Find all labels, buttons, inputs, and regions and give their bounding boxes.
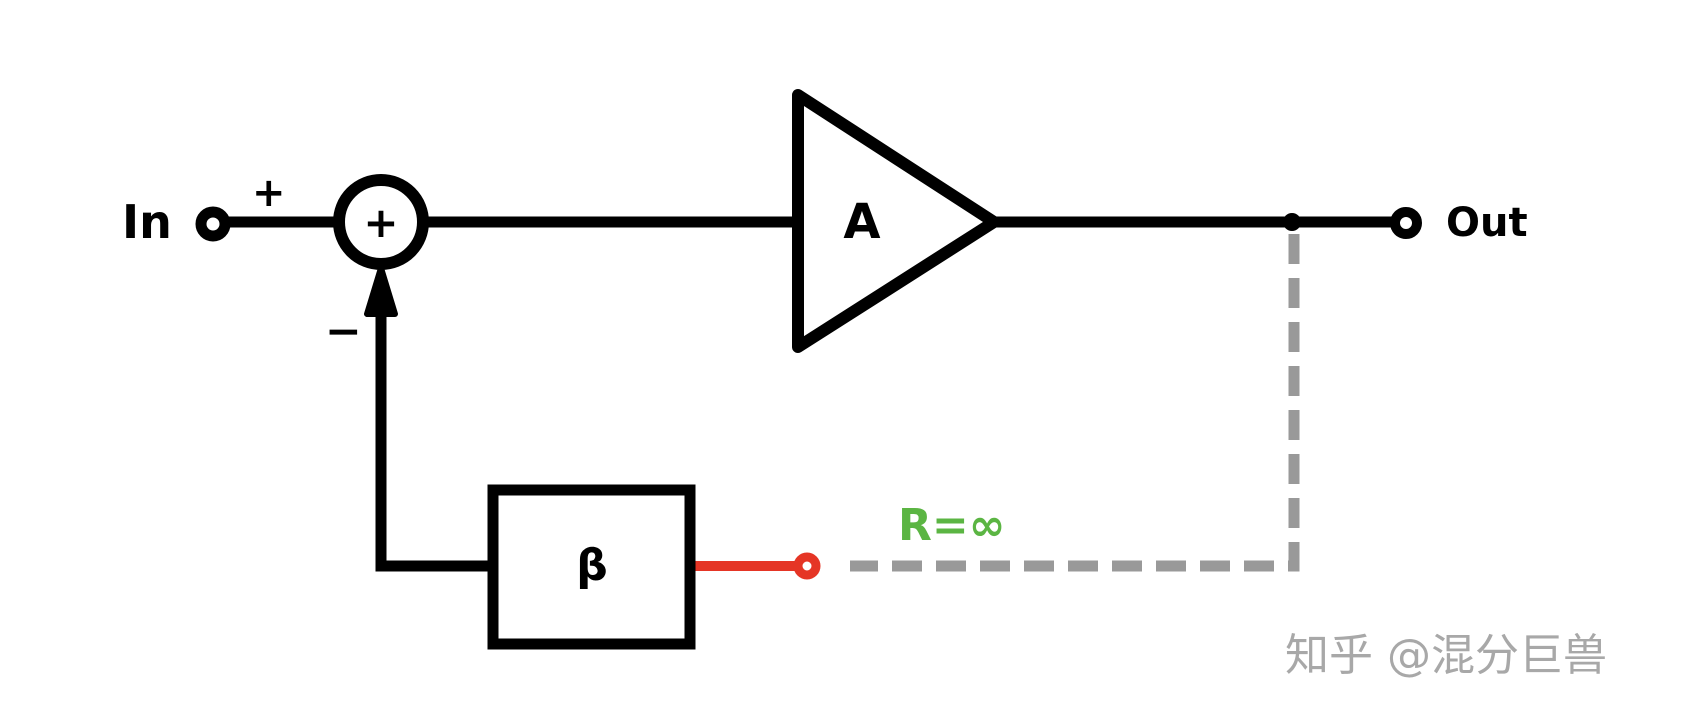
output-terminal	[1390, 207, 1422, 239]
watermark: 知乎 @混分巨兽	[1285, 630, 1607, 681]
feedback-label: β	[576, 540, 608, 591]
amplifier-label: A	[843, 194, 880, 250]
feedback-arrowhead	[364, 265, 398, 317]
minus-sign: −	[325, 306, 362, 357]
open-feedback-link	[850, 234, 1300, 572]
open-terminal	[793, 552, 821, 580]
amplifier-triangle	[792, 89, 1000, 353]
output-label: Out	[1446, 200, 1528, 246]
input-label: In	[122, 195, 172, 249]
sum-symbol: +	[363, 198, 398, 247]
junction-dot	[1283, 213, 1301, 231]
resistance-label: R=∞	[898, 500, 1005, 551]
feedback-wire	[375, 300, 493, 572]
plus-sign: +	[252, 170, 286, 216]
input-terminal	[195, 206, 231, 242]
